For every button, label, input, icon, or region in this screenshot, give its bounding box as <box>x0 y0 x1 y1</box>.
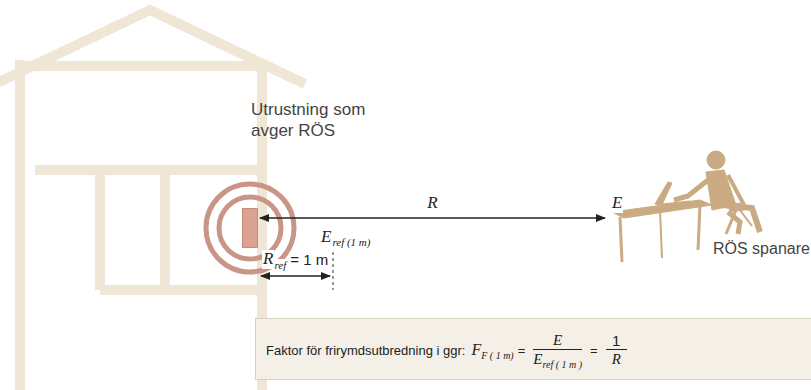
spotter-label: RÖS spanare <box>713 240 810 258</box>
equipment-box: Utrustning som avger RÖS <box>242 208 258 248</box>
distance-label: R <box>426 194 438 213</box>
equals-sign: = <box>590 343 598 358</box>
reference-arrow <box>261 275 330 276</box>
reference-line <box>333 252 334 290</box>
denominator: Eref ( 1 m ) <box>533 349 582 368</box>
distance-arrow <box>260 217 605 218</box>
equals-sign: = <box>518 343 526 358</box>
formula-caption: Faktor för frirymdsutbredning i ggr: <box>266 343 465 358</box>
denominator: R <box>606 349 627 368</box>
formula-subscript: F ( 1 m) <box>481 350 514 361</box>
fraction: EEref ( 1 m ) <box>533 332 582 368</box>
formula-row: Faktor för frirymdsutbredning i ggr: FF (… <box>266 332 631 368</box>
field-strength-label: E <box>611 194 623 213</box>
equipment-heading: Utrustning som avger RÖS <box>251 99 381 142</box>
numerator: E <box>553 332 562 349</box>
denominator-symbol: E <box>533 351 542 367</box>
fraction: 1R <box>606 332 627 368</box>
spotter-area: RÖS spanare <box>605 150 805 270</box>
formula-box: Faktor för frirymdsutbredning i ggr: FF (… <box>255 318 811 380</box>
denominator-symbol: R <box>612 351 621 367</box>
formula-symbol: F <box>471 341 481 359</box>
denominator-subscript: ref ( 1 m ) <box>542 359 582 370</box>
numerator: 1 <box>612 332 620 349</box>
emission-rings <box>206 184 294 272</box>
reference-field-subscript: ref (1 m) <box>331 236 371 248</box>
reference-subscript: ref <box>273 259 287 271</box>
reference-distance-value: = 1 m <box>289 252 329 269</box>
